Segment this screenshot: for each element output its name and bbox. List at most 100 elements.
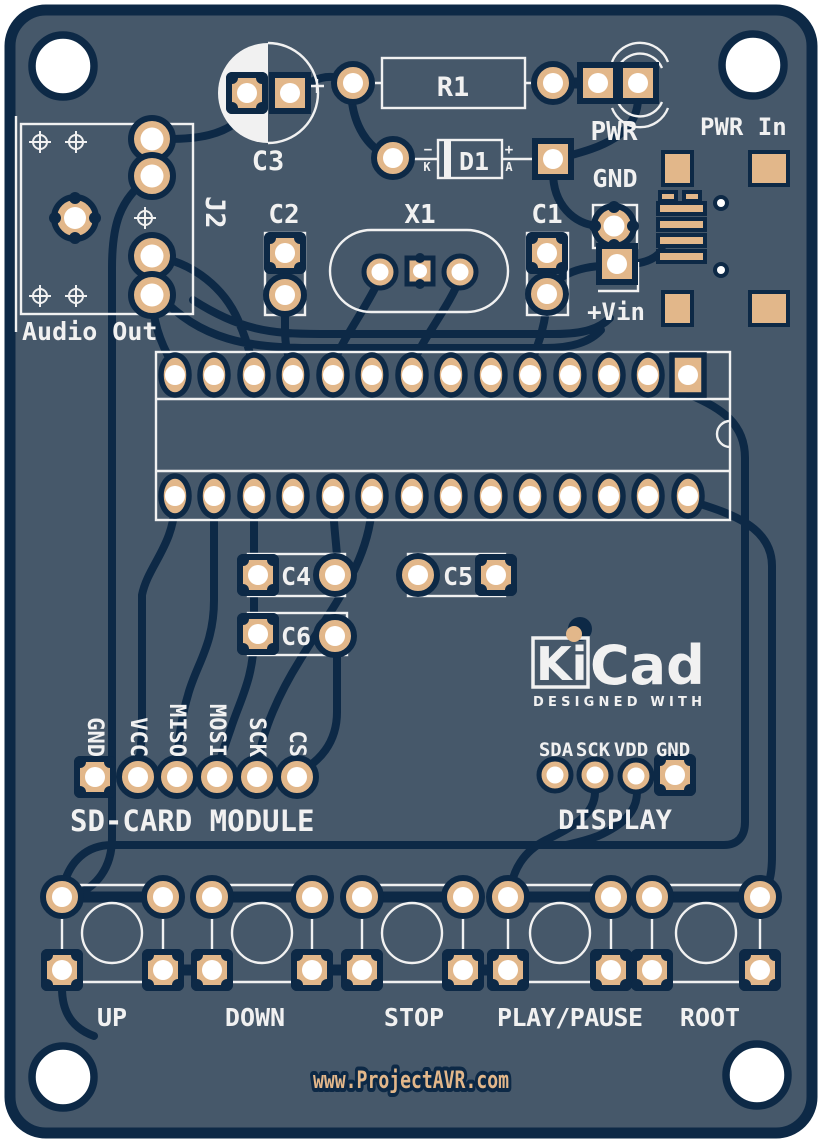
mounting-holes xyxy=(28,30,792,1112)
label-r1: R1 xyxy=(437,72,470,103)
pad xyxy=(526,232,568,274)
smd-pad xyxy=(748,150,790,187)
pad xyxy=(444,256,476,288)
pwr-connector-pads xyxy=(580,65,656,101)
label-c2: C2 xyxy=(268,200,299,230)
silkscreen-lines xyxy=(14,41,762,984)
pad xyxy=(442,949,484,991)
ic-socket-courtyard xyxy=(154,350,732,522)
component-c2-pads xyxy=(264,232,306,314)
d1-courtyard xyxy=(436,138,504,180)
pad xyxy=(341,949,383,991)
silkscreen-labels: C3 R1 D1 − K + A PWR PWR In GND +Vin J2 … xyxy=(22,72,787,1032)
label-button-down: DOWN xyxy=(225,1003,285,1032)
pad xyxy=(319,476,347,516)
pad xyxy=(158,758,196,796)
pad xyxy=(240,355,268,395)
label-d1: D1 xyxy=(459,147,489,176)
kicad-logo-box xyxy=(531,636,590,689)
label-display-pin-sda: SDA xyxy=(539,739,574,761)
pad xyxy=(437,476,465,516)
pad xyxy=(516,355,544,395)
copper-layer xyxy=(56,72,776,1040)
d1-cathode-bar xyxy=(444,141,451,177)
pad xyxy=(580,65,616,101)
pad xyxy=(364,256,396,288)
spring-tab xyxy=(658,190,678,203)
smd-pad xyxy=(748,290,790,327)
label-d1-a: A xyxy=(505,160,513,174)
pad xyxy=(319,355,347,395)
label-c6: C6 xyxy=(281,622,311,651)
pad xyxy=(142,949,184,991)
kicad-logo-ki: Ki xyxy=(536,637,587,691)
label-sd-pin-miso: MISO xyxy=(164,704,189,757)
button-play-cap-circle xyxy=(528,901,592,965)
pad xyxy=(590,949,632,991)
label-sd-pin-cs: CS xyxy=(284,731,309,758)
pad xyxy=(131,155,173,197)
label-sd-pin-mosi: MOSI xyxy=(204,704,229,757)
pad xyxy=(374,139,412,177)
pad xyxy=(741,878,779,916)
label-d1-plus: + xyxy=(505,142,513,158)
pad xyxy=(279,355,307,395)
r1-courtyard xyxy=(380,56,527,110)
pad xyxy=(131,235,173,277)
label-display: DISPLAY xyxy=(558,805,673,836)
pad xyxy=(316,617,354,655)
label-c4: C4 xyxy=(281,562,311,591)
pad xyxy=(358,476,386,516)
pad xyxy=(343,878,381,916)
button-stop-cap-circle xyxy=(380,901,444,965)
kicad-logo-tagline: DESIGNED WITH xyxy=(533,695,706,710)
mounting-hole-top-left xyxy=(28,31,98,101)
button-root-cap-circle xyxy=(674,901,738,965)
label-gnd: GND xyxy=(592,164,637,193)
label-button-stop: STOP xyxy=(384,1003,444,1032)
x1-courtyard xyxy=(328,228,510,314)
via xyxy=(713,195,729,211)
label-c5: C5 xyxy=(443,562,473,591)
pad xyxy=(161,476,189,516)
spring-bar xyxy=(656,201,707,216)
pad xyxy=(278,758,316,796)
label-d1-k: K xyxy=(423,160,431,174)
pad xyxy=(291,949,333,991)
label-button-play-pause: PLAY/PAUSE xyxy=(497,1003,643,1032)
kicad-logo-cad: Cad xyxy=(590,634,705,697)
kicad-logo: Ki Cad DESIGNED WITH xyxy=(531,617,706,710)
pad xyxy=(516,476,544,516)
website-copper-text: www.ProjectAVR.com xyxy=(313,1066,509,1094)
pad xyxy=(475,554,517,596)
label-display-pin-sck: SCK xyxy=(576,739,611,761)
pad xyxy=(43,878,81,916)
pad xyxy=(119,758,157,796)
pad xyxy=(535,141,571,177)
label-j2: J2 xyxy=(199,196,230,229)
label-display-pin-vdd: VDD xyxy=(614,739,648,761)
pad xyxy=(674,476,702,516)
pad xyxy=(634,355,662,395)
smd-pad xyxy=(661,290,694,327)
spring-bar xyxy=(656,217,707,232)
pad xyxy=(528,275,566,313)
pad xyxy=(240,476,268,516)
mounting-hole-bottom-right xyxy=(722,1040,792,1110)
pad xyxy=(226,72,268,114)
component-c1-pads xyxy=(526,232,568,313)
label-button-up: UP xyxy=(97,1003,127,1032)
pad xyxy=(358,355,386,395)
pad xyxy=(293,878,331,916)
label-sd-pin-sck: SCK xyxy=(244,717,269,757)
pad xyxy=(200,355,228,395)
pad xyxy=(407,253,433,289)
copper-trace-bundle xyxy=(58,72,776,1040)
pad xyxy=(238,758,276,796)
vin-pad xyxy=(599,246,635,282)
label-x1: X1 xyxy=(404,200,435,230)
pad xyxy=(556,476,584,516)
label-button-root: ROOT xyxy=(680,1003,740,1032)
label-c3: C3 xyxy=(252,146,285,177)
label-sd-pin-vcc: VCC xyxy=(125,717,150,757)
